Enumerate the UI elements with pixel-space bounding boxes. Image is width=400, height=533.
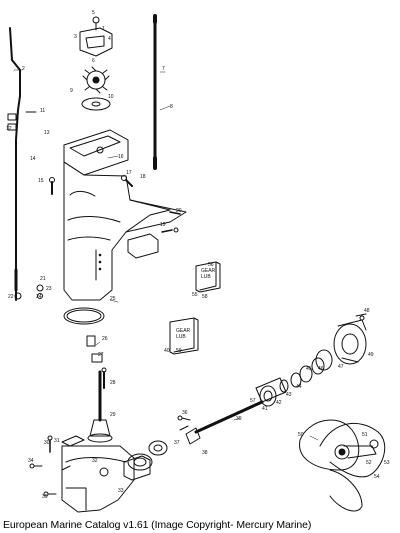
callout-58: 58 — [202, 294, 208, 300]
callout-32: 32 — [92, 458, 98, 464]
callout-41: 41 — [262, 406, 268, 412]
lube-pack-large — [169, 317, 199, 355]
callout-34: 34 — [28, 458, 34, 464]
callout-59: 59 — [176, 348, 182, 354]
callout-11: 11 — [40, 108, 45, 114]
callout-6: 6 — [92, 58, 95, 64]
callout-49: 49 — [368, 352, 374, 358]
callout-10: 10 — [108, 94, 114, 100]
pump-plate — [81, 97, 111, 111]
callout-7: 7 — [162, 66, 165, 72]
bolts — [25, 111, 367, 497]
callout-21: 21 — [40, 276, 46, 282]
callout-45: 45 — [306, 366, 312, 372]
callout-33: 33 — [118, 488, 124, 494]
washer-group — [14, 284, 44, 300]
callout-18: 18 — [140, 174, 146, 180]
callout-30: 30 — [44, 440, 50, 446]
callout-50: 50 — [298, 432, 304, 438]
callout-55: 55 — [192, 292, 198, 298]
callout-31: 31 — [54, 438, 60, 444]
water-pickup-screen — [123, 455, 151, 481]
callout-24: 24 — [36, 294, 42, 300]
reverse-gear — [255, 377, 287, 407]
callout-51: 51 — [362, 432, 368, 438]
callout-25: 25 — [110, 296, 116, 302]
pinion-bracket — [61, 435, 85, 447]
callout-42: 42 — [276, 400, 282, 406]
water-pump-housing — [79, 16, 113, 57]
callout-27: 27 — [98, 352, 104, 358]
lube-pack-small — [195, 261, 221, 293]
callout-43: 43 — [286, 392, 292, 398]
callout-39: 39 — [236, 416, 242, 422]
callout-17: 17 — [126, 170, 132, 176]
callout-20: 20 — [176, 208, 182, 214]
callout-5: 5 — [92, 10, 95, 16]
callout-52: 52 — [366, 460, 372, 466]
callout-14: 14 — [30, 156, 36, 162]
cavitation-plate-block — [127, 233, 159, 259]
callout-22: 22 — [8, 294, 14, 300]
callout-23: 23 — [46, 286, 52, 292]
leader-lines — [13, 69, 319, 441]
shift-coupler — [7, 113, 17, 131]
callout-9: 9 — [70, 88, 73, 94]
callout-1: 1 — [102, 26, 105, 32]
bearing-carrier — [333, 315, 367, 365]
callout-46: 46 — [318, 366, 324, 372]
forward-gear — [127, 440, 168, 471]
callout-54: 54 — [374, 474, 380, 480]
callout-26: 26 — [102, 336, 108, 342]
callout-40: 40 — [164, 348, 170, 354]
callout-48: 48 — [364, 308, 370, 314]
callout-37: 37 — [174, 440, 180, 446]
upper-bearing — [86, 335, 103, 363]
o-ring-seal — [63, 307, 105, 325]
callout-8: 8 — [170, 104, 173, 110]
shift-rod — [9, 27, 21, 301]
callout-12: 12 — [6, 126, 12, 132]
callout-15: 15 — [38, 178, 44, 184]
callout-44: 44 — [296, 384, 302, 390]
callout-36: 36 — [182, 410, 188, 416]
impeller — [82, 66, 110, 94]
callout-38: 38 — [202, 450, 208, 456]
callout-29: 29 — [110, 412, 116, 418]
callout-56: 56 — [208, 262, 214, 268]
callout-13: 13 — [44, 130, 50, 136]
callout-53: 53 — [384, 460, 390, 466]
callout-4: 4 — [108, 36, 111, 42]
callout-57: 57 — [250, 398, 256, 404]
diagram-caption: European Marine Catalog v1.61 (Image Cop… — [3, 519, 312, 531]
callout-3: 3 — [74, 34, 77, 40]
thrust-washers — [279, 349, 333, 393]
callout-28: 28 — [110, 380, 116, 386]
gear-housing — [61, 445, 135, 513]
callout-16: 16 — [118, 154, 124, 160]
callout-35: 35 — [42, 494, 48, 500]
callout-19: 19 — [160, 222, 166, 228]
callout-2: 2 — [22, 66, 25, 72]
propeller — [299, 419, 386, 512]
lower-drive-shaft — [87, 370, 113, 443]
callout-47: 47 — [338, 364, 344, 370]
propeller-shaft — [179, 400, 264, 445]
